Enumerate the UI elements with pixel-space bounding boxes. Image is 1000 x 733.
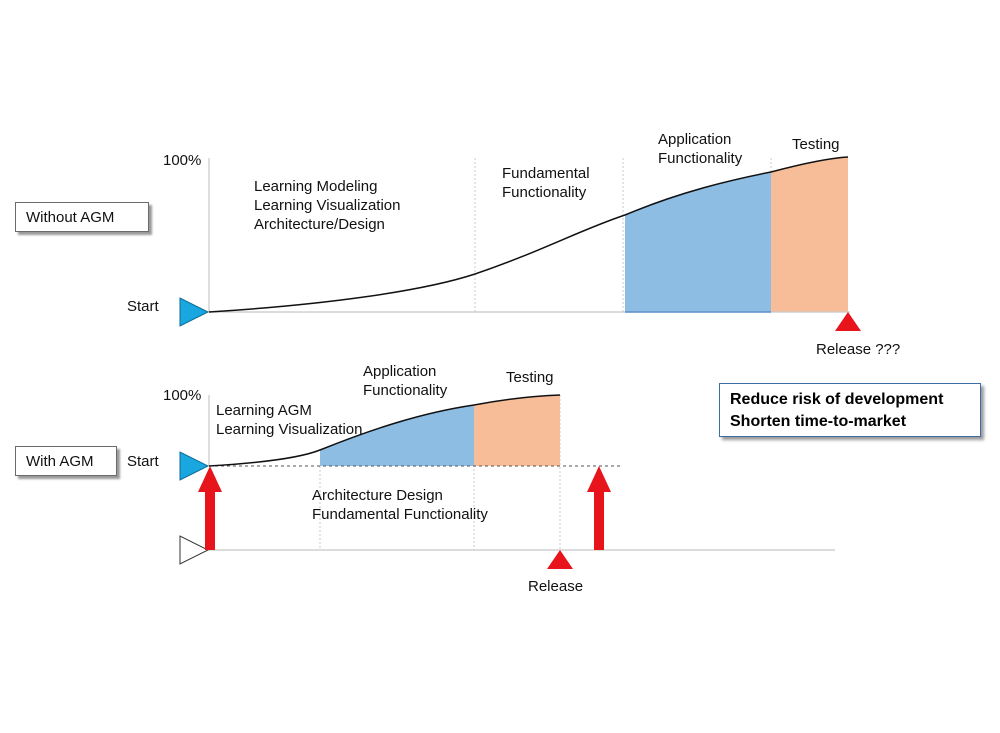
top-progress-curve xyxy=(208,156,849,313)
arrow-end-shift xyxy=(587,466,611,550)
bottom-phase-application-line2: Functionality xyxy=(363,382,448,399)
bottom-release-label: Release xyxy=(528,578,584,595)
bottom-application-region xyxy=(320,405,474,466)
top-phase-learning: Learning Modeling Learning Visualization… xyxy=(254,177,401,234)
bottom-phase-learning: Learning AGM Learning Visualization xyxy=(216,401,363,439)
bottom-phase-below-line1: Architecture Design xyxy=(312,487,443,504)
top-phase-application: Application Functionality xyxy=(658,130,742,168)
bottom-testing-region xyxy=(474,395,560,466)
top-testing-region xyxy=(771,157,848,312)
top-phase-fundamental-line2: Functionality xyxy=(502,184,587,201)
top-phase-learning-line1: Learning Modeling xyxy=(254,178,378,195)
bottom-phase-application: Application Functionality xyxy=(363,362,447,400)
top-release-marker xyxy=(835,312,861,331)
top-phase-fundamental-line1: Fundamental xyxy=(502,165,590,182)
with-agm-label: With AGM xyxy=(15,446,117,476)
bottom-start-label: Start xyxy=(127,453,159,470)
top-phase-application-line1: Application xyxy=(658,131,732,148)
top-phase-learning-line3: Architecture/Design xyxy=(254,216,385,233)
bottom-progress-curve xyxy=(208,394,561,467)
bottom-100-label: 100% xyxy=(163,387,202,404)
benefit-shorten-time: Shorten time-to-market xyxy=(730,413,907,430)
benefits-callout: Reduce risk of development Shorten time-… xyxy=(719,383,981,437)
top-start-label: Start xyxy=(127,298,159,315)
with-agm-text: With AGM xyxy=(26,453,94,470)
top-phase-testing: Testing xyxy=(792,136,840,153)
bottom-phase-learning-line2: Learning Visualization xyxy=(216,421,363,438)
without-agm-text: Without AGM xyxy=(26,209,115,226)
arrow-start-shift xyxy=(198,466,222,550)
bottom-release-marker xyxy=(547,550,573,569)
top-100-label: 100% xyxy=(163,152,202,169)
bottom-start-marker xyxy=(179,451,210,481)
top-release-label: Release ??? xyxy=(816,341,901,358)
bottom-original-start-marker xyxy=(179,535,210,565)
top-phase-learning-line2: Learning Visualization xyxy=(254,197,401,214)
bottom-phase-learning-line1: Learning AGM xyxy=(216,402,312,419)
top-timeline xyxy=(179,156,861,331)
bottom-phase-below: Architecture Design Fundamental Function… xyxy=(312,486,488,524)
bottom-phase-below-line2: Fundamental Functionality xyxy=(312,506,488,523)
top-start-marker xyxy=(179,297,210,327)
bottom-phase-application-line1: Application xyxy=(363,363,437,380)
top-phase-application-line2: Functionality xyxy=(658,150,743,167)
top-application-region xyxy=(625,172,771,312)
top-phase-fundamental: Fundamental Functionality xyxy=(502,164,590,202)
without-agm-label: Without AGM xyxy=(15,202,149,232)
benefit-reduce-risk: Reduce risk of development xyxy=(730,391,944,408)
bottom-phase-testing: Testing xyxy=(506,369,554,386)
bottom-timeline xyxy=(179,394,835,569)
